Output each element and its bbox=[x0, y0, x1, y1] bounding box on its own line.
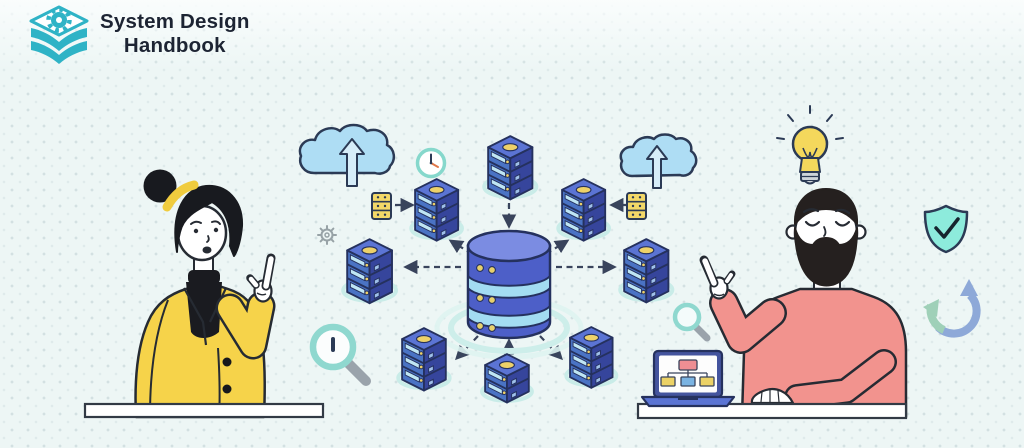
refresh-arrows-icon bbox=[923, 279, 981, 338]
magnifier-right-icon bbox=[672, 302, 711, 342]
database-cylinder bbox=[434, 229, 584, 360]
server-bottom-left bbox=[396, 326, 452, 393]
server-right bbox=[618, 237, 675, 305]
lightbulb-icon bbox=[776, 105, 844, 185]
magnifier-left-icon bbox=[309, 323, 371, 386]
server-bottom-center bbox=[480, 352, 534, 405]
logo-line1: System Design bbox=[100, 10, 250, 33]
left-desk bbox=[83, 402, 325, 419]
clock-icon bbox=[415, 147, 447, 179]
right-desk bbox=[636, 402, 908, 420]
laptop-flowchart bbox=[640, 349, 736, 408]
drawer-cabinet-left-icon bbox=[371, 192, 392, 220]
upload-cloud-left-icon bbox=[298, 123, 396, 187]
layered-book-gear-icon bbox=[29, 5, 89, 64]
server-upper-left bbox=[409, 177, 464, 243]
drawer-cabinet-right-icon bbox=[626, 192, 647, 220]
server-left bbox=[343, 239, 396, 303]
gear-icon bbox=[317, 225, 337, 245]
shield-check-icon bbox=[923, 204, 969, 254]
left-character-woman bbox=[134, 169, 276, 419]
upload-cloud-right-icon bbox=[619, 133, 698, 189]
logo-text: System Design Handbook bbox=[100, 10, 250, 58]
server-bottom-right bbox=[564, 325, 619, 390]
right-character-man bbox=[699, 188, 908, 419]
server-top-center bbox=[482, 134, 539, 202]
logo: System Design Handbook bbox=[26, 4, 250, 66]
server-upper-right bbox=[556, 177, 611, 243]
logo-line2: Handbook bbox=[123, 34, 226, 57]
